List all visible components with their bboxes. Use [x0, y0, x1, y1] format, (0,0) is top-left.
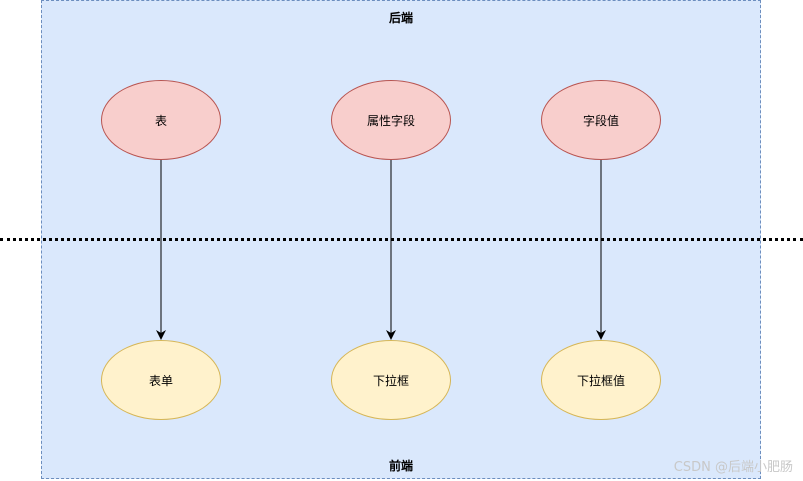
- node-dropdown-label: 下拉框: [372, 373, 409, 388]
- node-dropdown-value[interactable]: 下拉框值: [541, 340, 661, 420]
- node-table[interactable]: 表: [101, 80, 221, 160]
- node-dropdown[interactable]: 下拉框: [331, 340, 451, 420]
- watermark-text: CSDN @后端小肥肠: [673, 460, 793, 475]
- node-dropdown-value-label: 下拉框值: [576, 373, 625, 388]
- node-field-value[interactable]: 字段值: [541, 80, 661, 160]
- node-form-label: 表单: [148, 373, 173, 388]
- node-field-value-label: 字段值: [582, 113, 619, 128]
- node-attribute-field-label: 属性字段: [366, 113, 415, 128]
- layer-divider-line: [0, 238, 803, 241]
- frontend-label: 前端: [388, 459, 413, 473]
- node-table-label: 表: [154, 113, 167, 128]
- node-form[interactable]: 表单: [101, 340, 221, 420]
- node-attribute-field[interactable]: 属性字段: [331, 80, 451, 160]
- backend-label: 后端: [388, 11, 413, 25]
